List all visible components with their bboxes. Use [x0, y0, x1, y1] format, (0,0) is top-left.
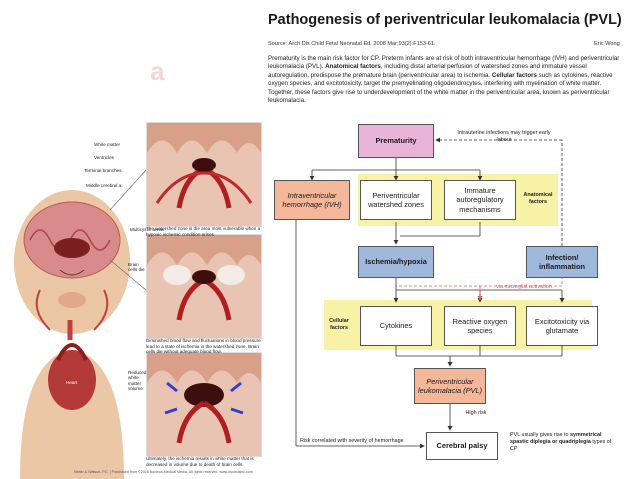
label-microglial-activation: via microglial activation	[496, 284, 552, 290]
brain-section-ischemia	[146, 234, 262, 339]
brain-illustration-panel: White matter Ventricles Terminal branche…	[0, 0, 262, 479]
author: Eric Wong	[594, 41, 620, 47]
caption-reduced: Ultimately, the ischemia results in whit…	[146, 456, 254, 467]
caption-ischemia: Diminished blood flow and fluctuations i…	[146, 338, 261, 354]
label-cellular-factors: Cellular factors	[329, 318, 349, 331]
node-ivh: Intraventricular hemorrhage (IVH)	[274, 180, 350, 220]
page-title: Pathogenesis of periventricular leukomal…	[268, 12, 622, 28]
node-cytokines: Cytokines	[360, 306, 432, 346]
label-white-matter: White matter	[94, 142, 121, 147]
node-cerebral-palsy: Cerebral palsy	[426, 432, 498, 460]
caption-watershed: The watershed zone is the area most vuln…	[146, 226, 261, 237]
label-middle-cerebral: Middle cerebral a.	[86, 183, 123, 188]
brain-section-watershed	[146, 122, 262, 227]
label-reduced-volume: Reduced white matter volume	[128, 370, 147, 391]
node-ischemia-hypoxia: Ischemia/hypoxia	[358, 246, 434, 278]
illustration-credit: Netter & Watson, P.C. | Purchased from ©…	[74, 470, 253, 474]
node-immature-autoregulation: Immature autoregulatory mechanisms	[444, 180, 516, 220]
node-reactive-oxygen: Reactive oxygen species	[444, 306, 516, 346]
label-ventricles: Ventricles	[94, 155, 114, 160]
note-pvl-types: PVL usually gives rise to symmetrical sp…	[510, 432, 612, 452]
label-risk-correlated: Risk correlated with severity of hemorrh…	[300, 438, 404, 444]
label-high-risk: High risk	[465, 410, 487, 416]
label-anatomical-factors: Anatomical factors	[523, 192, 553, 205]
node-infection-inflammation: Infection/ inflammation	[526, 246, 598, 278]
node-watershed-zones: Periventricular watershed zones	[360, 180, 432, 220]
intro-paragraph: Prematurity is the main risk factor for …	[268, 55, 620, 105]
label-brain-cells: Brain cells die	[128, 262, 145, 273]
node-prematurity: Prematurity	[358, 124, 434, 158]
source-citation: Source: Arch Dis Child Fetal Neonatal Ed…	[268, 41, 436, 47]
brain-section-reduced-volume	[146, 352, 262, 457]
label-multicystic: Multicystic areas	[130, 227, 164, 232]
node-pvl: Periventricular leukomalacia (PVL)	[414, 368, 486, 404]
label-heart: Heart	[66, 380, 78, 385]
slide-overlay-letter: a	[150, 56, 165, 86]
note-intrauterine-infection: Intrauterine infections may trigger earl…	[457, 130, 551, 143]
infant-illustration	[14, 169, 147, 479]
label-terminal-branches: Terminal branches	[84, 168, 122, 173]
node-excitotoxicity: Excitotoxicity via glutamate	[526, 306, 598, 346]
